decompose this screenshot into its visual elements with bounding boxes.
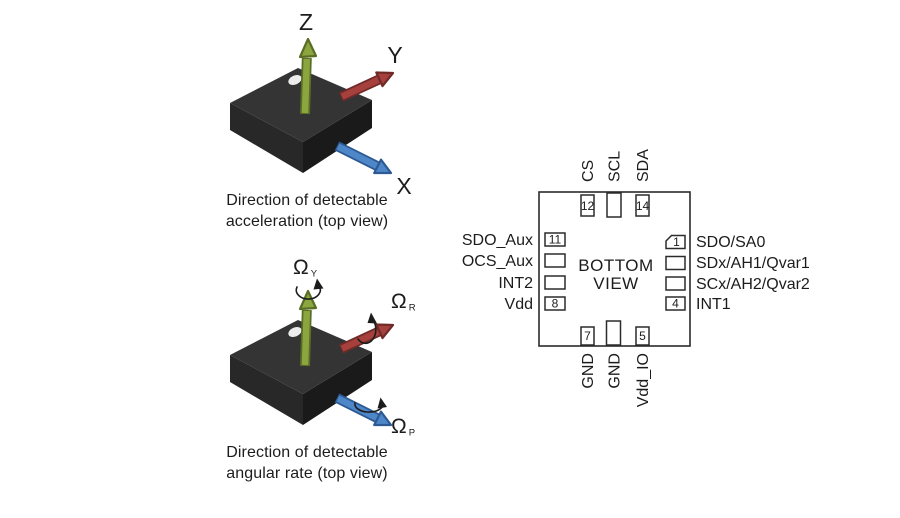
acceleration-caption-line2: acceleration (top view) bbox=[225, 213, 389, 230]
pitch-rotation-arc bbox=[354, 397, 387, 413]
pin-label-vdd: Vdd bbox=[505, 296, 533, 313]
pin-label-ocs-aux: OCS_Aux bbox=[462, 253, 533, 270]
pin-pad-gnd2 bbox=[605, 320, 622, 346]
pin-number-1: 1 bbox=[673, 235, 680, 249]
pin-number-8: 8 bbox=[552, 297, 559, 311]
pin-label-scl: SCL bbox=[607, 151, 624, 182]
angular-rate-caption-line2: angular rate (top view) bbox=[226, 465, 388, 482]
z-axis-arrow bbox=[298, 37, 318, 115]
bottom-view-label-line1: BOTTOM bbox=[578, 256, 653, 275]
pin-pad-ocs-aux bbox=[544, 253, 566, 268]
pin-number-4: 4 bbox=[672, 297, 679, 311]
bottom-view-label-line2: VIEW bbox=[593, 274, 638, 293]
pinout-diagram: BOTTOM VIEW 12 14 CS SCL SDA 11 8 SDO_Au… bbox=[462, 149, 810, 407]
chip-left-face bbox=[230, 103, 303, 173]
pin-number-7: 7 bbox=[584, 329, 591, 343]
pin-pad-gnd1 bbox=[580, 326, 595, 346]
angular-rate-caption: Direction of detectable angular rate (to… bbox=[194, 442, 420, 484]
acceleration-caption: Direction of detectable acceleration (to… bbox=[194, 190, 420, 232]
pin-label-int2: INT2 bbox=[498, 275, 533, 292]
roll-axis-arrow bbox=[338, 323, 395, 354]
acceleration-figure: Z Y X bbox=[230, 9, 412, 199]
x-axis-arrow bbox=[334, 141, 393, 175]
acceleration-caption-line1: Direction of detectable bbox=[226, 192, 388, 209]
pin-pad-sdo-aux bbox=[544, 232, 566, 247]
pin-number-11: 11 bbox=[549, 233, 562, 247]
pin-label-sdo-sa0: SDO/SA0 bbox=[696, 234, 765, 251]
chip-right-face bbox=[303, 100, 372, 173]
pin-pad-sdx bbox=[665, 255, 686, 271]
y-axis-label: Y bbox=[387, 42, 402, 68]
pin-label-gnd1: GND bbox=[580, 353, 597, 389]
x-axis-label: X bbox=[396, 173, 411, 199]
pin1-marker-dot bbox=[288, 326, 302, 338]
package-outline bbox=[538, 191, 691, 347]
y-axis-arrow bbox=[338, 71, 395, 102]
pin-pad-int1 bbox=[665, 296, 686, 311]
pin-number-14: 14 bbox=[636, 199, 650, 213]
pin1-marker-dot bbox=[288, 74, 302, 86]
pin-number-12: 12 bbox=[581, 199, 595, 213]
pin-label-scx: SCx/AH2/Qvar2 bbox=[696, 276, 810, 293]
pin-pad-int2 bbox=[544, 275, 566, 290]
pin-pad-sdo-sa0 bbox=[665, 234, 686, 250]
pin-number-5: 5 bbox=[639, 329, 646, 343]
yaw-rotation-arc bbox=[295, 278, 324, 300]
roll-rotation-arc bbox=[357, 312, 377, 345]
pin-pad-vdd-io bbox=[635, 326, 650, 346]
pin-pad-vdd bbox=[544, 296, 566, 311]
pin-pad-scx bbox=[665, 276, 686, 291]
pin-label-gnd2: GND bbox=[607, 353, 624, 389]
pin-pad-scl bbox=[606, 192, 622, 218]
pin-pad-cs bbox=[580, 194, 595, 217]
pin-label-sda: SDA bbox=[635, 149, 652, 182]
pin-pad-sda bbox=[635, 194, 650, 217]
yaw-axis-arrow bbox=[298, 289, 318, 367]
z-axis-label: Z bbox=[299, 9, 313, 35]
chip-left-face bbox=[230, 355, 303, 425]
pin-label-cs: CS bbox=[580, 160, 597, 182]
chip-right-face bbox=[303, 352, 372, 425]
pin-label-int1: INT1 bbox=[696, 296, 731, 313]
pin-label-vdd-io: Vdd_IO bbox=[635, 353, 652, 407]
pin-label-sdo-aux: SDO_Aux bbox=[462, 232, 533, 249]
pin-label-sdx: SDx/AH1/Qvar1 bbox=[696, 255, 810, 272]
angular-rate-caption-line1: Direction of detectable bbox=[226, 444, 388, 461]
